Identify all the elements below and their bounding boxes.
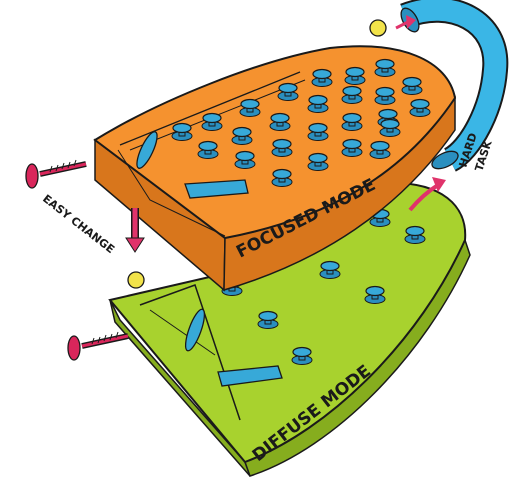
arrow-icon bbox=[125, 208, 145, 253]
ball-icon bbox=[369, 19, 387, 37]
tube-icon bbox=[400, 0, 509, 172]
arrow-icon bbox=[395, 15, 416, 30]
plunger-icon bbox=[25, 159, 87, 189]
ball-icon bbox=[127, 271, 145, 289]
plunger-icon bbox=[67, 331, 129, 361]
easy-change-label: EASY CHANGE bbox=[40, 192, 117, 256]
focused-mode-board: FOCUSED MODE bbox=[93, 45, 457, 292]
arrow-icon bbox=[408, 177, 446, 212]
